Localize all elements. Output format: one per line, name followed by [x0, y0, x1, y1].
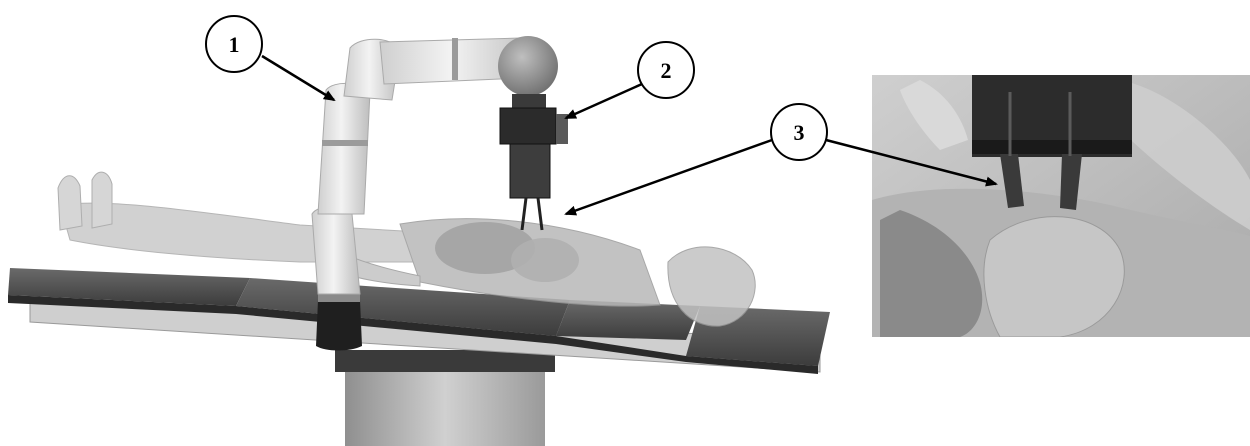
- robot-lower-link: [312, 207, 360, 295]
- instrument-side-module: [556, 114, 568, 144]
- callout-2-arrow: [566, 84, 642, 118]
- robot-wrist-joint: [498, 36, 558, 96]
- robot-vertical-link: [318, 83, 370, 214]
- robot-base-ring: [318, 294, 360, 302]
- callout-2: 2: [566, 42, 694, 118]
- patient-liver: [511, 238, 579, 282]
- robot-joint-band-1: [322, 140, 368, 146]
- instrument-body: [510, 144, 550, 198]
- robot-joint-band-2: [452, 38, 458, 80]
- patient-foot-right: [92, 172, 112, 228]
- callout-2-label: 2: [661, 58, 672, 83]
- zoom-inset: [872, 75, 1250, 337]
- callout-3-label: 3: [794, 120, 805, 145]
- callout-3-arrow-left: [566, 140, 772, 214]
- callout-1: 1: [206, 16, 334, 100]
- instrument-drive-unit: [500, 108, 556, 144]
- table-pedestal: [345, 360, 545, 446]
- zoom-instrument-housing-edge: [972, 140, 1132, 154]
- callout-1-label: 1: [229, 32, 240, 57]
- robot-flange: [512, 94, 546, 108]
- patient-foot-left: [58, 176, 82, 230]
- callout-1-arrow: [262, 56, 334, 100]
- patient-legs: [60, 203, 420, 262]
- robot-base: [316, 300, 362, 351]
